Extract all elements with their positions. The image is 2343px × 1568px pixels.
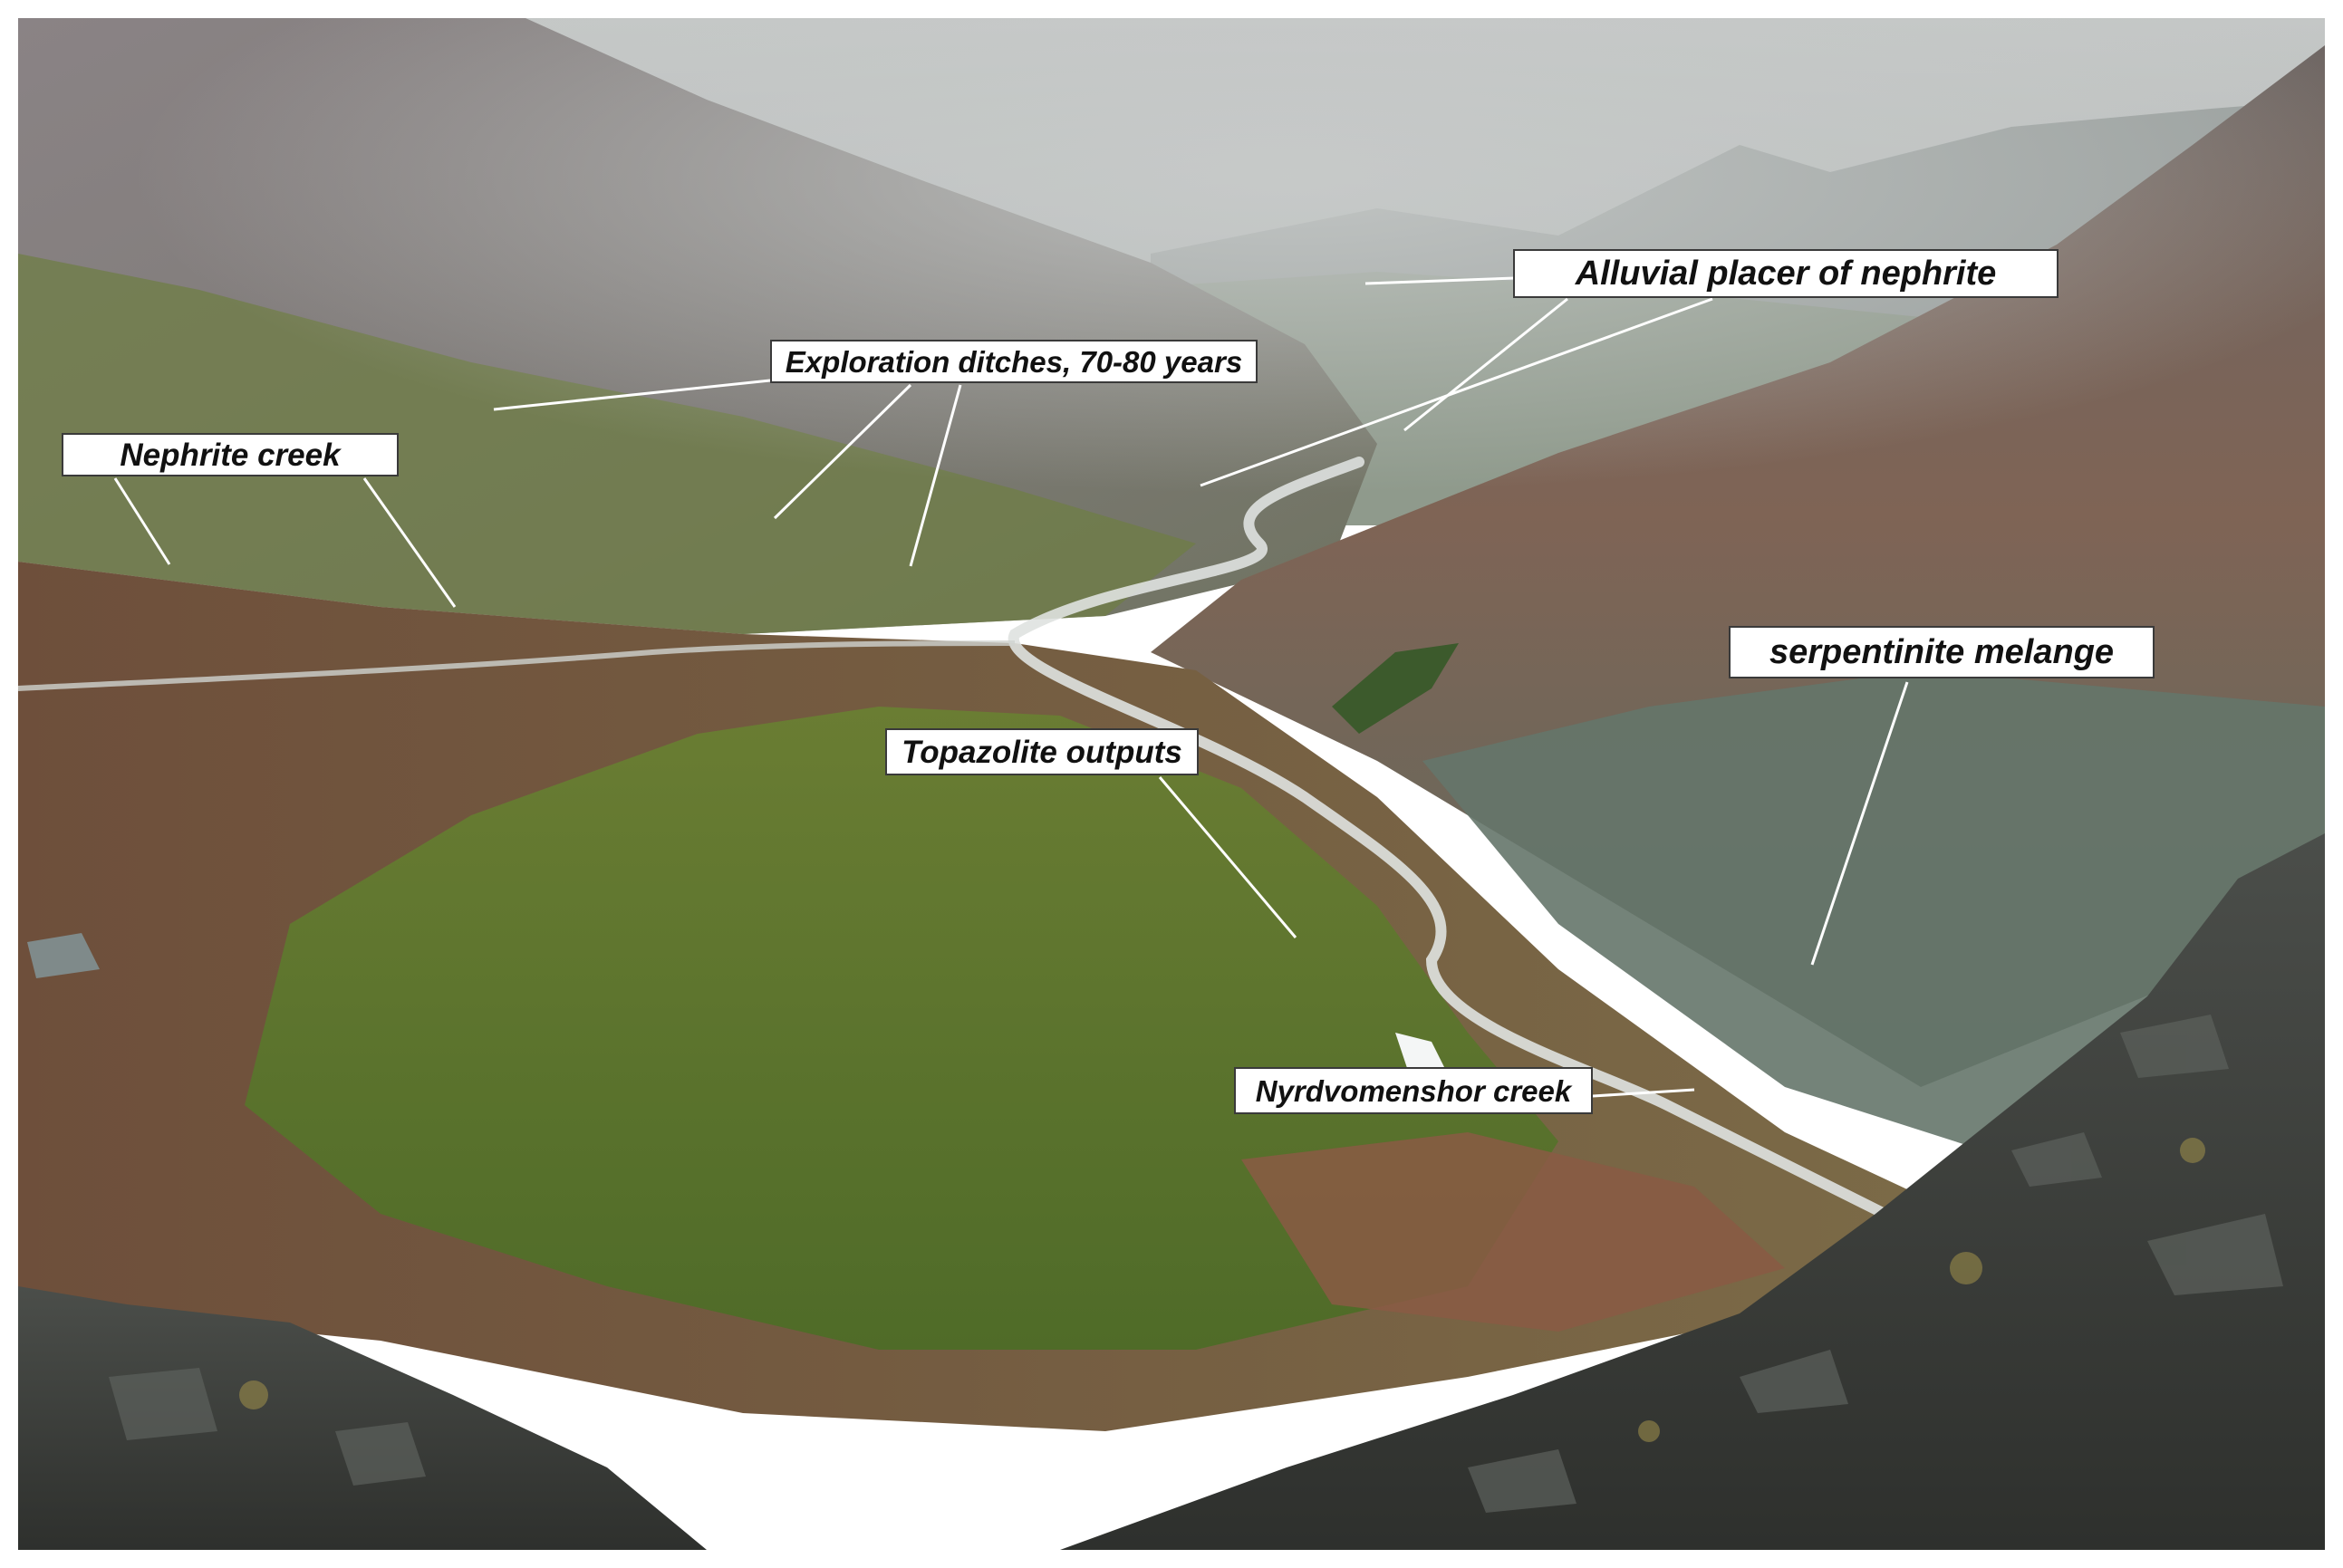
- leader-ditches-3: [909, 384, 962, 567]
- leader-nephrite-1: [113, 477, 171, 565]
- red-scree: [1241, 1132, 1785, 1332]
- label-serpentinite-melange: serpentinite melange: [1729, 626, 2155, 678]
- leader-lines: [113, 276, 1909, 1098]
- foreground-rocks-right: [1060, 833, 2325, 1550]
- label-nyrdvomenshor-creek: Nyrdvomenshor creek: [1234, 1067, 1593, 1114]
- label-exploration-ditches: Exploration ditches, 70-80 years: [770, 340, 1258, 383]
- foreground-rocks-left: [18, 1286, 707, 1550]
- green-meadow: [245, 707, 1558, 1350]
- mist: [18, 18, 2325, 652]
- leader-nyrdvomenshor: [1592, 1088, 1695, 1098]
- label-topazolite-outputs: Topazolite outputs: [885, 728, 1199, 775]
- leader-alluvial-2: [1403, 297, 1568, 432]
- pond: [27, 933, 100, 978]
- leader-ditches-1: [493, 379, 771, 411]
- leader-nephrite-2: [362, 477, 457, 608]
- landscape-photo: [18, 18, 2325, 1550]
- leader-topazolite: [1158, 776, 1297, 938]
- leader-ditches-2: [773, 383, 912, 520]
- lichen-spots: [239, 1138, 2205, 1442]
- leader-alluvial-1: [1364, 276, 1516, 285]
- rock-texture: [109, 1015, 2283, 1513]
- label-alluvial-placer: Alluvial placer of nephrite: [1513, 249, 2059, 298]
- leader-alluvial-3: [1200, 297, 1713, 487]
- right-slope-green-patch: [1332, 643, 1459, 734]
- leader-serpentinite: [1810, 681, 1909, 966]
- label-nephrite-creek: Nephrite creek: [62, 433, 399, 476]
- snow-patch: [1395, 1033, 1450, 1078]
